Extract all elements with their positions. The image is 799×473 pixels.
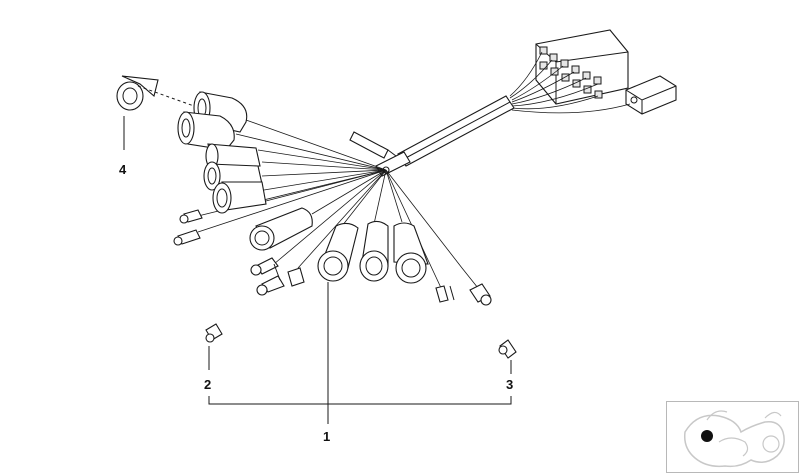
callout-part-1: 1 — [323, 429, 331, 444]
main-connector — [535, 29, 629, 105]
large-socket-2 — [359, 220, 389, 282]
large-socket-3 — [393, 222, 429, 284]
callout-part-3: 3 — [506, 377, 514, 392]
secondary-connector — [625, 75, 677, 115]
terminal-pair-lower — [250, 257, 305, 296]
bulb-socket-2 — [177, 111, 235, 151]
connector-wires — [509, 51, 631, 114]
part-4-cap — [116, 75, 195, 150]
large-socket-1 — [317, 222, 359, 282]
connector-pins — [539, 46, 603, 99]
cable-trunk — [349, 95, 515, 177]
part-3-bulb — [498, 339, 517, 374]
terminal-right-small — [435, 285, 455, 303]
callout-part-4: 4 — [119, 162, 127, 177]
callout-leader-1 — [208, 282, 512, 424]
bulb-socket-3 — [203, 143, 263, 191]
callout-part-2: 2 — [204, 377, 212, 392]
part-2-bulb — [205, 323, 223, 370]
large-socket-middle — [249, 207, 313, 251]
motorcycle-locator-thumbnail — [666, 401, 799, 473]
terminal-right-bulb — [469, 283, 492, 306]
location-dot-icon — [701, 430, 713, 442]
bulb-socket-4 — [212, 181, 267, 214]
terminal-left-lower — [173, 229, 201, 246]
terminal-left-upper — [179, 209, 203, 224]
motorcycle-locator-icon — [683, 410, 785, 468]
